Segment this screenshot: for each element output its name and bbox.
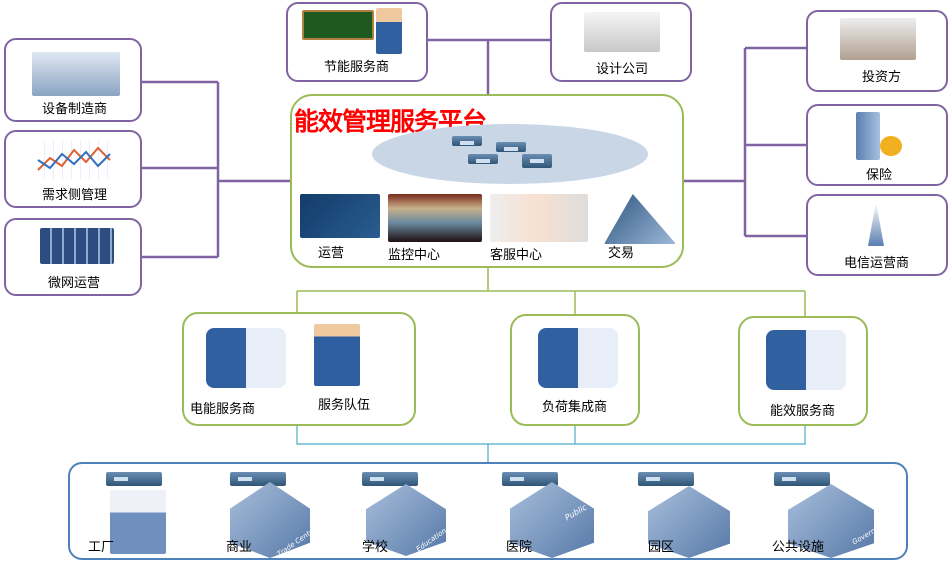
node-label: 电能服务商 (190, 402, 256, 417)
node-label: 设计公司 (596, 62, 649, 77)
node-power-service-group[interactable]: 电能服务商 服务队伍 (182, 312, 416, 426)
node-equipment-manufacturer[interactable]: 设备制造商 (4, 38, 142, 122)
node-telecom-operator[interactable]: 电信运营商 (806, 194, 948, 276)
node-label: 微网运营 (48, 276, 101, 291)
trading-dollar-icon (604, 194, 676, 244)
antenna-tower-icon (868, 202, 884, 246)
node-label: 需求侧管理 (42, 188, 108, 203)
coins-icon (880, 136, 902, 156)
node-demand-side-management[interactable]: 需求侧管理 (4, 130, 142, 208)
gateway-device-icon (230, 472, 286, 486)
line-chart-image (36, 140, 112, 180)
site-commercial[interactable]: 商业 (226, 540, 253, 555)
node-label: 节能服务商 (324, 60, 390, 75)
node-label: 设备制造商 (42, 102, 108, 117)
node-label: 保险 (866, 168, 893, 183)
node-label: 能效服务商 (770, 404, 836, 419)
node-insurance[interactable]: 保险 (806, 104, 948, 186)
solar-panels-image (40, 228, 114, 264)
node-label: 投资方 (862, 70, 902, 85)
node-label: 负荷集成商 (542, 400, 608, 415)
module-customer-service[interactable]: 客服中心 (490, 248, 543, 263)
node-microgrid-operation[interactable]: 微网运营 (4, 218, 142, 296)
gateway-device-icon (638, 472, 694, 486)
node-label: 服务队伍 (318, 398, 371, 413)
factory-icon (110, 490, 166, 554)
operator-at-computer-icon (766, 330, 846, 390)
gateway-device-icon (106, 472, 162, 486)
module-operation[interactable]: 运营 (318, 246, 345, 261)
module-monitoring-center[interactable]: 监控中心 (388, 248, 441, 263)
repair-worker-icon (314, 324, 360, 386)
customer-service-image (490, 194, 588, 242)
site-factory[interactable]: 工厂 (88, 540, 115, 555)
gateway-device-icon (774, 472, 830, 486)
site-industrial-park[interactable]: 园区 (648, 540, 675, 555)
gateway-device-icon (362, 472, 418, 486)
investors-image (840, 18, 916, 60)
node-energy-saving-service-provider[interactable]: 节能服务商 (286, 2, 428, 82)
chalkboard-chart-image (302, 10, 374, 40)
site-school[interactable]: 学校 (362, 540, 389, 555)
meeting-people-image (584, 12, 660, 52)
building-icon (856, 112, 880, 160)
factory-workers-image (32, 52, 120, 96)
operator-at-computer-icon (206, 328, 286, 388)
dashboard-gauge-image (300, 194, 380, 238)
node-label: 电信运营商 (844, 256, 910, 271)
site-public-facilities[interactable]: 公共设施 (772, 540, 825, 555)
site-hospital[interactable]: 医院 (506, 540, 533, 555)
node-design-company[interactable]: 设计公司 (550, 2, 692, 82)
energy-management-platform[interactable]: 能效管理服务平台 运营 监控中心 客服中心 交易 (290, 94, 684, 268)
monitoring-center-image (388, 194, 482, 242)
operator-at-computer-icon (538, 328, 618, 388)
node-load-aggregator[interactable]: 负荷集成商 (510, 314, 640, 426)
presenter-icon (376, 8, 402, 54)
end-user-sites: 工厂 商业 Trade Center 学校 Education 医院 Publi… (68, 462, 908, 560)
module-trading[interactable]: 交易 (608, 246, 635, 261)
gateway-device-icon (502, 472, 558, 486)
node-investor[interactable]: 投资方 (806, 10, 948, 92)
node-energy-efficiency-provider[interactable]: 能效服务商 (738, 316, 868, 426)
cloud-servers-icon (372, 124, 648, 184)
